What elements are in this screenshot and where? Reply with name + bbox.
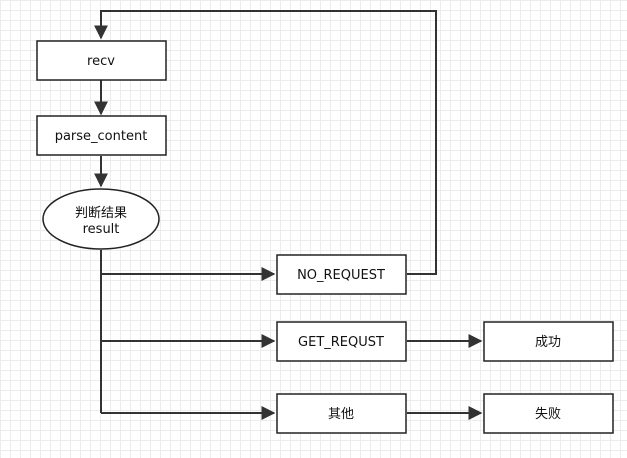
node-no-request[interactable]: NO_REQUEST	[276, 254, 407, 295]
node-other-label: 其他	[328, 407, 354, 422]
node-recv[interactable]: recv	[36, 40, 167, 81]
node-failure[interactable]: 失败	[483, 393, 614, 434]
node-other[interactable]: 其他	[276, 393, 407, 434]
node-success[interactable]: 成功	[483, 321, 614, 362]
node-decision-label-line2: result	[83, 222, 120, 237]
node-no-request-label: NO_REQUEST	[297, 268, 385, 283]
node-decision[interactable]: 判断结果 result	[42, 188, 160, 250]
edge-no-request-loop-to-recv	[94, 10, 437, 275]
node-parse-content[interactable]: parse_content	[36, 115, 167, 156]
node-get-request-label: GET_REQUST	[298, 335, 384, 350]
node-recv-label: recv	[87, 54, 115, 69]
node-parse-content-label: parse_content	[55, 129, 148, 144]
node-decision-label-line1: 判断结果	[75, 206, 127, 221]
node-get-request[interactable]: GET_REQUST	[276, 321, 407, 362]
node-failure-label: 失败	[535, 407, 561, 422]
node-success-label: 成功	[535, 335, 561, 350]
